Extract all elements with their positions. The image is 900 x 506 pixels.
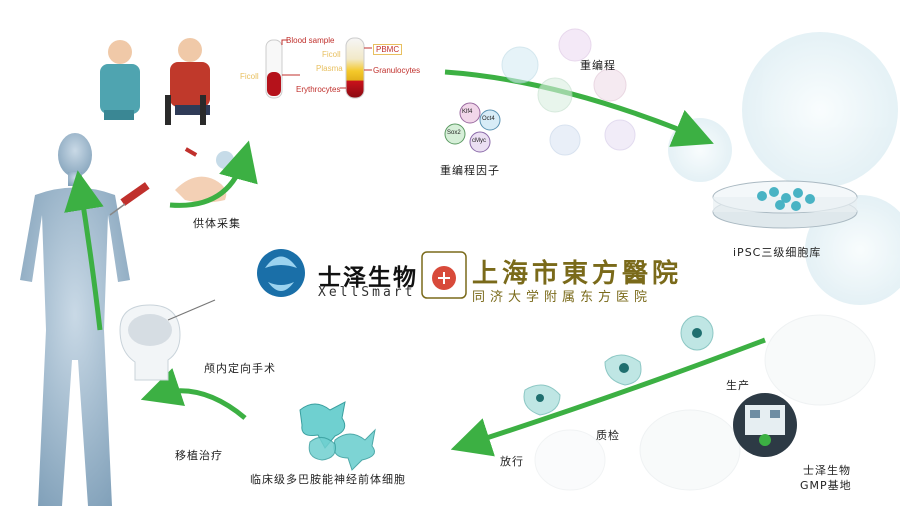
ipsc-petri-dish — [712, 180, 858, 229]
label-donor-collection: 供体采集 — [193, 217, 241, 230]
label-gmp-base-line1: 士泽生物 — [803, 464, 851, 477]
label-ipsc-bank: iPSC三级细胞库 — [733, 246, 822, 259]
label-factor-sox2: Sox2 — [447, 130, 461, 136]
label-production: 生产 — [726, 379, 750, 392]
label-plasma: Plasma — [316, 64, 343, 73]
differentiating-cells — [523, 315, 714, 416]
label-transplant: 移植治疗 — [175, 449, 223, 462]
patient-head-brain — [119, 299, 216, 381]
label-ficoll-right: Ficoll — [322, 50, 341, 59]
label-factor-klf4: Klf4 — [462, 109, 473, 115]
label-blood-sample: Blood sample — [286, 36, 335, 45]
label-release: 放行 — [500, 455, 524, 468]
reprogramming-cells — [501, 28, 636, 156]
hospital-logo — [421, 251, 467, 299]
xellsmart-name-en: XellSmart — [318, 285, 416, 300]
hand-blood-draw-illustration — [175, 147, 234, 203]
blood-tube-right — [345, 37, 365, 99]
label-progenitor-cells: 临床级多巴胺能神经前体细胞 — [250, 473, 406, 486]
blood-tube-left — [265, 39, 283, 99]
factor-oct4 — [479, 109, 501, 131]
tube-leader-lines — [281, 39, 372, 89]
label-pbmc: PBMC — [373, 44, 403, 55]
hospital-name-sub: 同济大学附属东方医院 — [472, 290, 653, 305]
label-gmp-base-line2: GMP基地 — [800, 479, 852, 492]
neural-progenitor-cells — [299, 401, 376, 471]
gmp-building-photo — [733, 393, 797, 457]
arrow-production — [450, 337, 766, 457]
label-ficoll-left: Ficoll — [240, 72, 259, 81]
factor-cmyc — [469, 131, 491, 153]
arrow-donor-up — [169, 140, 258, 208]
syringe-icon — [109, 182, 150, 216]
factor-sox2 — [444, 123, 466, 145]
label-reprogramming-factors: 重编程因子 — [440, 164, 500, 177]
arrow-up-body — [64, 170, 104, 331]
hospital-name-cn: 上海市東方醫院 — [472, 259, 683, 289]
label-surgery: 颅内定向手术 — [204, 362, 276, 375]
label-erythrocytes: Erythrocytes — [296, 85, 341, 94]
label-reprogramming: 重编程 — [580, 59, 616, 72]
patient-body-silhouette — [20, 133, 130, 506]
factor-klf4 — [459, 102, 481, 124]
donor-collection-illustration — [100, 38, 210, 125]
label-quality-control: 质检 — [596, 429, 620, 442]
label-factor-cmyc: cMyc — [472, 138, 486, 144]
xellsmart-name-cn: 士泽生物 — [318, 265, 418, 291]
xellsmart-logo — [257, 249, 305, 297]
label-granulocytes: Granulocytes — [373, 66, 421, 75]
label-factor-oct4: Oct4 — [482, 116, 495, 122]
arrow-transplant — [140, 368, 247, 420]
